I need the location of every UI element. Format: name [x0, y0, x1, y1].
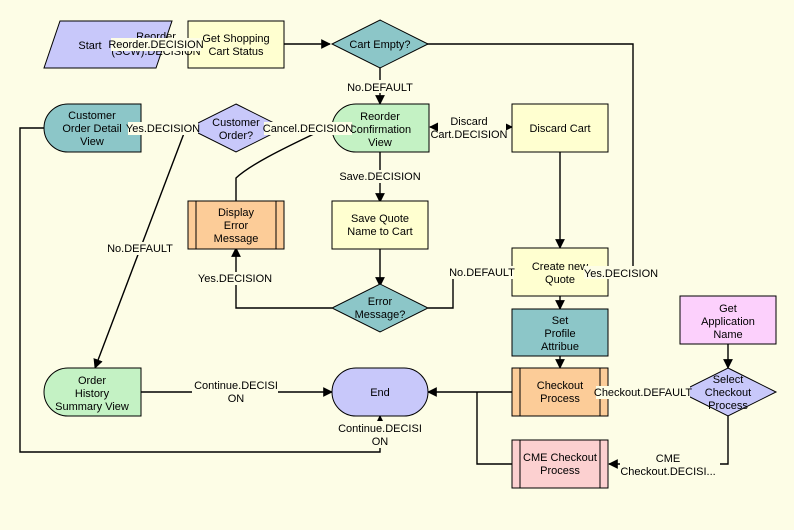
- node-label-line: Checkout: [705, 387, 751, 399]
- node-label-line: Error: [368, 296, 393, 308]
- node-order-history-summary-view[interactable]: Order History Summary View: [43, 367, 142, 417]
- node-label-line: Display: [218, 207, 255, 219]
- node-label-line: Process: [540, 393, 580, 405]
- edge-label-line: No.DEFAULT: [347, 82, 413, 94]
- node-label-line: Error: [224, 220, 249, 232]
- edge-reorder-to-display-error[interactable]: [235, 131, 319, 202]
- node-display-error-message[interactable]: Display Error Message: [187, 200, 285, 250]
- edge-label-line: Cancel.DECISION: [263, 123, 354, 135]
- edge-label-line: CME: [656, 453, 680, 465]
- node-select-checkout-process-decision[interactable]: Select Checkout Process: [678, 367, 778, 417]
- node-label-line: Profile: [544, 328, 575, 340]
- edge-cart-empty-yes[interactable]: [426, 43, 634, 277]
- node-label-line: Discard Cart: [529, 123, 590, 135]
- node-reorder-confirmation-view[interactable]: Reorder Confirmation View: [331, 103, 430, 153]
- edge-label-line: ON: [228, 393, 245, 405]
- edge-label-line: No.DEFAULT: [449, 267, 515, 279]
- edge-label-line: Yes.DECISION: [198, 273, 272, 285]
- node-label-line: Process: [708, 400, 748, 412]
- node-label-line: View: [80, 136, 104, 148]
- node-set-profile-attribute[interactable]: Set Profile Attribue: [511, 308, 609, 357]
- edge-label-line: Cart.DECISION: [430, 129, 507, 141]
- edge-label-line: Yes.DECISION: [584, 268, 658, 280]
- edge-label-line: Yes.DECISION: [126, 123, 200, 135]
- node-label-line: Reorder: [360, 111, 400, 123]
- node-label-line: Get Shopping: [202, 33, 269, 45]
- node-label-line: Cart Empty?: [349, 39, 410, 51]
- node-label: Start: [78, 40, 101, 52]
- edge-label-line: Discard: [450, 116, 487, 128]
- node-label-line: CME Checkout: [523, 452, 597, 464]
- node-cme-checkout-process[interactable]: CME Checkout Process: [511, 439, 609, 489]
- edge-label-line: Save.DECISION: [339, 171, 420, 183]
- node-label-line: Message: [214, 233, 259, 245]
- node-label-line: Order Detail: [62, 123, 121, 135]
- node-error-message-decision[interactable]: Error Message?: [330, 283, 430, 333]
- node-label-line: Cart Status: [208, 46, 264, 58]
- edge-label-line: No.DEFAULT: [107, 243, 173, 255]
- node-label-line: Process: [540, 465, 580, 477]
- edge-error-yes[interactable]: [231, 247, 332, 309]
- node-label-line: Set: [552, 315, 569, 327]
- edge-label-line: Reorder.DECISION: [108, 39, 203, 51]
- node-label-line: Customer: [68, 110, 116, 122]
- node-start[interactable]: Start: [43, 20, 173, 69]
- node-label-line: Name to Cart: [347, 226, 412, 238]
- edge-label-line: ON: [372, 436, 389, 448]
- edge-cme-to-end[interactable]: [476, 392, 512, 465]
- node-label-line: Save Quote: [351, 213, 409, 225]
- node-label-line: End: [370, 387, 390, 399]
- node-label-line: Application: [701, 316, 755, 328]
- node-label-line: Summary View: [55, 401, 129, 413]
- node-label-line: Checkout: [537, 380, 583, 392]
- edge-labels: Reorder (SCW).DECISION Reorder.DECISION …: [107, 31, 720, 479]
- node-label-line: Attribue: [541, 341, 579, 353]
- node-label-line: History: [75, 388, 110, 400]
- node-label-line: Name: [713, 329, 742, 341]
- node-get-application-name[interactable]: Get Application Name: [679, 295, 777, 345]
- edge-label-line: Checkout.DEFAULT: [594, 387, 693, 399]
- edge-label-line: Continue.DECISI: [338, 423, 422, 435]
- node-end[interactable]: End: [331, 367, 429, 417]
- node-cart-empty-decision[interactable]: Cart Empty?: [330, 19, 430, 69]
- node-label-line: Get: [719, 303, 737, 315]
- node-label-line: Create new: [532, 261, 588, 273]
- node-customer-order-decision[interactable]: Customer Order?: [186, 103, 286, 153]
- node-label-line: Quote: [545, 274, 575, 286]
- node-label-line: Confirmation: [349, 124, 411, 136]
- node-label-line: Order?: [219, 130, 253, 142]
- node-discard-cart[interactable]: Discard Cart: [511, 103, 609, 153]
- node-label-line: Customer: [212, 117, 260, 129]
- edge-label-line: Continue.DECISI: [194, 380, 278, 392]
- node-label-line: View: [368, 137, 392, 149]
- node-customer-order-detail-view[interactable]: Customer Order Detail View: [43, 103, 142, 153]
- node-label-line: Select: [713, 374, 744, 386]
- edge-label-line: Checkout.DECISI...: [620, 466, 715, 478]
- node-label-line: Message?: [355, 309, 406, 321]
- node-save-quote-name-to-cart[interactable]: Save Quote Name to Cart: [331, 200, 429, 250]
- node-label-line: Order: [78, 375, 106, 387]
